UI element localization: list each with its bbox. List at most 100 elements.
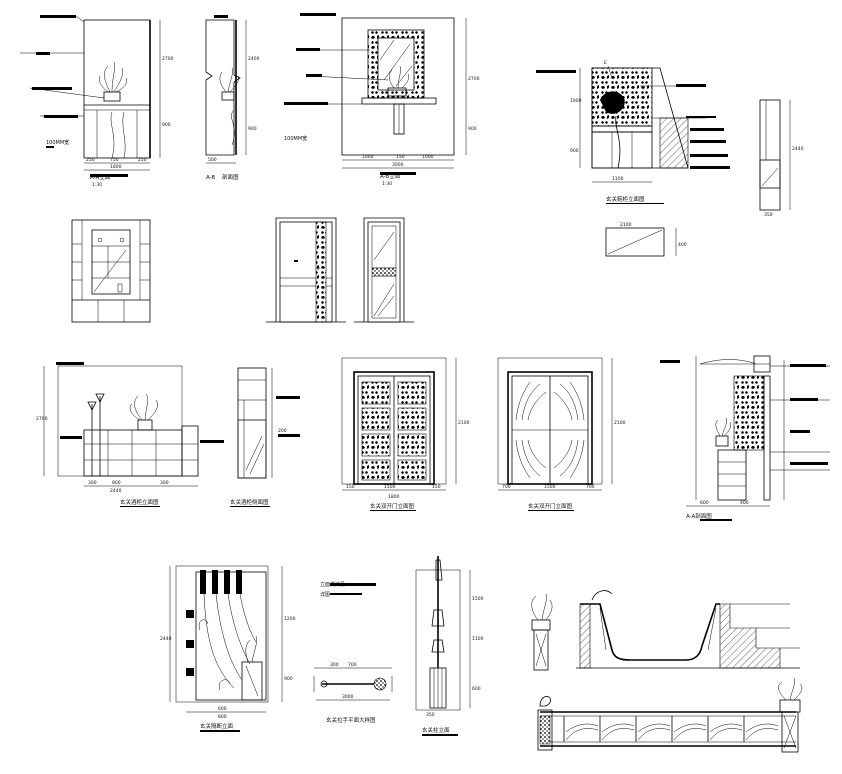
elevation-single-door [266,217,346,323]
dim-label: 2440 [110,488,122,494]
drawing-scale: 1:30 [92,182,102,188]
planter-stand-left [531,593,553,671]
elevation-double-door-b: 700 1500 700 2100 玄关双开门立面图 [497,357,626,511]
drawing-caption: 玄关隔断立面 [200,722,234,730]
drawing-caption: 玄关拉手平面大样图 [326,716,376,724]
dim-label: 1500 [384,484,396,490]
dim-label: 300 [88,480,97,486]
section-a-a-right: 600 400 A-A剖面图 [660,355,830,521]
dim-label: 600 [700,500,709,506]
dim-label: 900 [570,148,579,154]
dim-label: 600 [472,686,481,692]
dim-label: 2440 [792,146,804,152]
detail-strip: 2100 400 [605,222,687,257]
dim-label: 250 [138,157,147,163]
dim-label: 1800 [388,494,400,500]
dim-label: 2100 [458,420,470,426]
dim-label: 300 [330,662,339,668]
dim-label: 900 [248,126,257,132]
dim-label: 700 [348,662,357,668]
fan-ornament-icon [515,381,585,479]
dim-label: 2100 [620,222,632,228]
elevation-partition: 2440 1200 900 600 800 玄关隔断立面 [160,565,296,732]
drawing-caption: 玄关柱立面 [422,726,450,734]
dim-label: 1100 [612,176,624,182]
plant-icon [778,677,803,713]
plant-icon [99,61,127,102]
dim-label: 900 [468,126,477,132]
dim-label: 700 [586,484,595,490]
drawing-caption: A-B立面 [380,172,401,180]
plant-icon [531,593,553,631]
elevation-glass-door [354,217,414,323]
dim-label: 1900 [570,98,582,104]
drawing-caption: 玄关双开门立面图 [370,502,415,510]
plant-icon [129,393,158,431]
note-text: 100MM宽 [284,135,307,142]
dim-label: 2440 [160,636,172,642]
elevation-entrance-cabinet: E 1900 900 1100 玄关鞋柜立面图 [536,60,730,204]
drawing-caption: A-A剖面图 [686,512,712,520]
detail-handle-plan: 立面做法见 详图 300 700 3000 玄关拉手平面大样图 [313,581,393,724]
dim-label: 600 [218,706,227,712]
dim-label: 3000 [392,162,404,168]
dim-label: 150 [432,484,441,490]
railing-elevation [537,677,803,753]
elevation-display-cabinet [71,219,151,323]
note-text: 100MM宽 [46,139,69,146]
drawing-caption: A-A立面 [90,173,111,181]
dim-label: 800 [218,714,227,720]
dim-label: 150 [346,484,355,490]
dim-label: 1200 [284,616,296,622]
dim-label: 2100 [614,420,626,426]
plant-icon [219,67,239,101]
dim-label: 2700 [162,56,174,62]
dim-label: 1500 [544,484,556,490]
dim-label: 2700 [468,76,480,82]
elevation-post: 1500 1100 600 350 玄关柱立面 [415,556,484,736]
side-wine-cabinet: 200 玄关酒柜侧面图 [230,367,300,507]
dim-label: 800 [112,480,121,486]
dim-label: 1000 [362,154,374,160]
drawing-scale: 1:30 [382,181,392,187]
elevation-double-door-a: 150 1500 150 1800 2100 玄关双开门立面图 [341,357,470,511]
dim-label: 500 [208,157,217,163]
dim-label: 400 [740,500,749,506]
dim-label: 1000 [422,154,434,160]
note-label: 详图 [320,591,330,598]
plant-icon [387,65,409,97]
reference-label: E [604,60,607,66]
dim-label: 900 [284,676,293,682]
drawing-note: 剖面图 [222,173,239,181]
elevation-mirror: 100MM宽 1000 150 1000 3000 2700 900 A-B立面… [284,13,480,187]
section-a-b-side: 2400 900 500 A-B 剖面图 [205,15,260,181]
dim-label: 350 [426,712,435,718]
dim-label: 150 [396,154,405,160]
dim-label: 400 [678,242,687,248]
plant-icon [245,635,257,663]
dim-label: 350 [764,212,773,218]
drawing-caption: 玄关酒柜侧面图 [230,498,269,506]
side-narrow-cabinet: 2440 350 [759,99,804,218]
dim-label: 2400 [248,56,260,62]
dim-label: 250 [86,157,95,163]
railing-ornament-icon [565,723,779,741]
plant-icon [715,417,731,447]
dim-label: 700 [502,484,511,490]
dim-label: 1100 [472,636,484,642]
dim-label: 2700 [36,416,48,422]
elevation-wine-cabinet: 2700 300 800 300 2440 玄关酒柜立面图 [36,362,224,507]
elevation-a-a: 100MM宽 250 750 250 1800 2700 900 A-A立面 1… [20,15,174,188]
section-bathtub-steps [576,590,800,669]
drawing-caption: 玄关酒柜立面图 [120,498,159,506]
dim-label: 3000 [342,694,354,700]
dim-label: 1800 [110,164,122,170]
dim-label: 900 [162,122,171,128]
dim-label: 300 [160,480,169,486]
drawing-caption: A-B [206,175,215,181]
dim-label: 750 [110,157,119,163]
drawing-caption: 玄关双开门立面图 [528,502,573,510]
dim-label: 1500 [472,596,484,602]
drawing-caption: 玄关鞋柜立面图 [606,195,645,203]
